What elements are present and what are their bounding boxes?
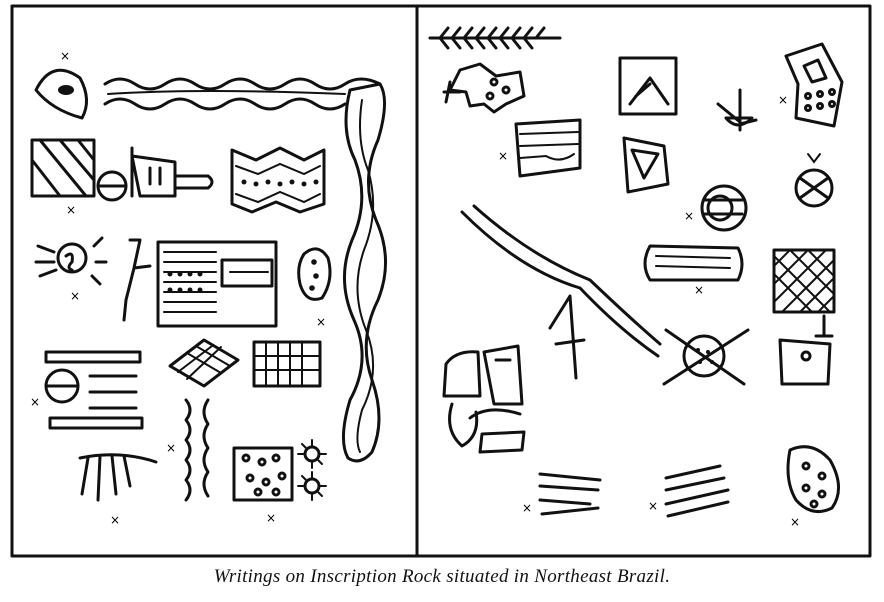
fan-lines-left-glyph	[538, 472, 602, 516]
hatched-square-glyph	[30, 138, 96, 198]
svg-text:×: ×	[498, 149, 508, 163]
crosshatch-square-glyph	[772, 248, 836, 314]
concentric-circle-glyph: ×	[684, 184, 748, 232]
svg-text:×: ×	[790, 515, 800, 529]
crossed-circle-glyph	[794, 153, 834, 208]
key-glyph	[778, 314, 834, 386]
zigzag-glyph	[184, 398, 210, 502]
creature-glyph	[442, 62, 526, 114]
svg-text:×: ×	[30, 395, 40, 409]
dotted-crossed-circle-glyph	[662, 328, 750, 386]
svg-text:×: ×	[70, 289, 80, 303]
sun-face-glyph: ×	[34, 236, 108, 303]
dotted-blob-glyph: ×	[786, 445, 840, 529]
svg-text:×: ×	[648, 499, 658, 513]
svg-text:×: ×	[266, 511, 276, 525]
mountain-square-glyph	[618, 56, 678, 116]
cylinder-glyph: ×	[643, 244, 744, 297]
right-panel-glyphs: × × ×	[428, 26, 844, 529]
grid-glyph	[252, 340, 322, 388]
comb-glyph	[78, 453, 158, 502]
svg-text:×: ×	[316, 315, 326, 329]
petroglyph-figure: × × ×	[10, 4, 872, 558]
striped-panel-glyph	[156, 240, 278, 328]
antenna-glyph	[716, 88, 758, 132]
chain-band-glyph	[103, 77, 382, 111]
svg-text:×: ×	[778, 93, 788, 107]
dotted-square-glyph: ×	[232, 439, 327, 525]
branch-glyph	[428, 26, 562, 50]
right-panel-frame	[415, 4, 872, 558]
svg-text:×: ×	[694, 283, 704, 297]
svg-text:×: ×	[684, 209, 694, 223]
woven-band-glyph	[230, 146, 326, 214]
fan-lines-right-glyph	[664, 464, 730, 518]
left-panel-glyphs: × × ×	[30, 49, 387, 527]
svg-text:×: ×	[60, 49, 70, 63]
stick-glyph	[122, 238, 152, 322]
wave-box-glyph: ×	[498, 118, 582, 178]
triangle-box-glyph	[622, 136, 670, 194]
figure-caption: Writings on Inscription Rock situated in…	[213, 566, 671, 587]
curved-band-glyph	[460, 204, 662, 358]
figure-glyph	[130, 146, 214, 198]
tilted-dot-box-glyph: ×	[778, 42, 844, 128]
diamond-checker-glyph	[168, 338, 240, 388]
svg-text:×: ×	[66, 203, 76, 217]
svg-text:×: ×	[110, 513, 120, 527]
svg-text:×: ×	[522, 501, 532, 515]
svg-text:×: ×	[166, 441, 176, 455]
bars-circle-glyph: ×	[30, 350, 144, 430]
vase-glyph	[442, 344, 526, 454]
blob-glyph	[297, 247, 332, 301]
eye-glyph	[34, 68, 88, 120]
